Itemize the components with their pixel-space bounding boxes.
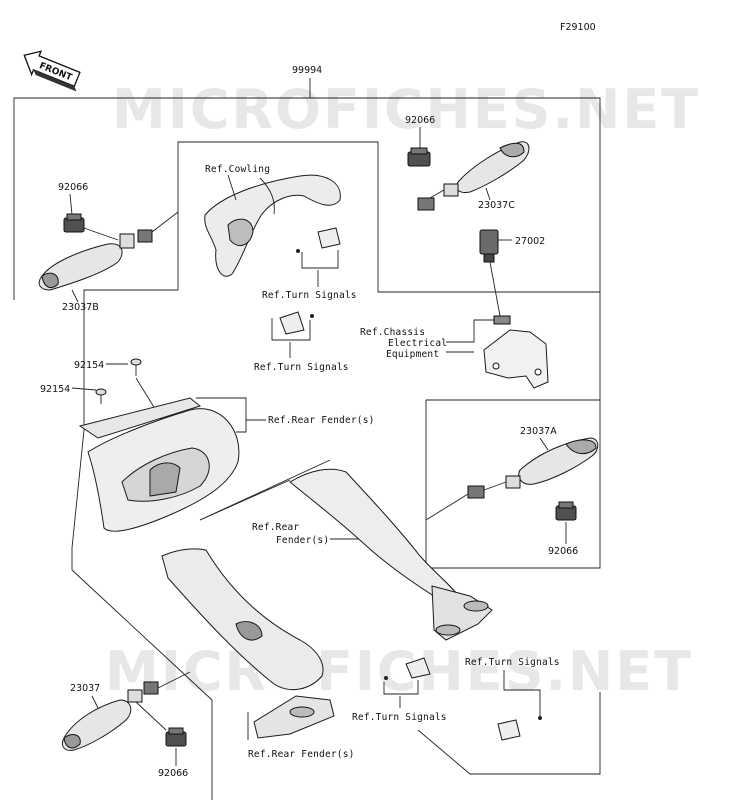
rear-fender-left <box>78 397 240 532</box>
connector-92066-left-top <box>63 213 85 233</box>
callout-ref-chassis-1: Ref.Chassis <box>360 327 425 338</box>
screw-92154-left <box>95 388 107 404</box>
callout-92066-right-top: 92066 <box>405 115 435 126</box>
callout-92154-top: 92154 <box>74 360 104 371</box>
connector-92066-right-top <box>407 147 431 167</box>
chassis-bracket <box>483 315 549 389</box>
callout-ref-cowling: Ref.Cowling <box>205 164 270 175</box>
callout-23037C: 23037C <box>478 200 515 211</box>
bracket-turn-signal-lower-mid <box>384 657 431 680</box>
connector-92066-rear-right <box>555 501 577 521</box>
callout-23037: 23037 <box>70 683 100 694</box>
screw-92154-top <box>130 358 142 376</box>
bracket-turn-signal-upper <box>296 227 341 253</box>
relay-27002 <box>479 229 499 263</box>
callout-ref-rear-l1: Ref.Rear <box>252 522 299 533</box>
figure-code: F29100 <box>560 22 596 33</box>
boundary-line <box>177 141 600 293</box>
callout-ref-chassis-3: Equipment <box>386 349 439 360</box>
watermark-top: MICROFICHES.NET <box>112 78 700 141</box>
callout-ref-rear-fender-top: Ref.Rear Fender(s) <box>268 415 375 426</box>
callout-92154-left: 92154 <box>40 384 70 395</box>
callout-92066-bottom-left: 92066 <box>158 768 188 779</box>
undertail-panel <box>161 548 324 691</box>
callout-27002: 27002 <box>515 236 545 247</box>
callout-ref-rear-l2: Fender(s) <box>276 535 329 546</box>
connector-rear-right <box>467 485 485 499</box>
watermark-bottom: MICROFICHES.NET <box>105 640 693 703</box>
front-arrow-icon: FRONT <box>23 50 81 92</box>
callout-92066-rear-right: 92066 <box>548 546 578 557</box>
callout-23037B: 23037B <box>62 302 99 313</box>
connector-92066-bottom-left <box>165 727 187 747</box>
license-bracket-bottom <box>253 695 335 739</box>
callout-ref-turn-signals-2: Ref.Turn Signals <box>254 362 349 373</box>
turn-signal-23037B <box>38 229 153 291</box>
turn-signal-23037C <box>443 141 530 197</box>
callout-ref-chassis-2: Electrical <box>388 338 447 349</box>
cowling-part <box>204 174 341 277</box>
turn-signal-23037 <box>61 681 159 751</box>
callout-ref-rear-fender-bottom: Ref.Rear Fender(s) <box>248 749 355 760</box>
callout-99994: 99994 <box>292 65 322 76</box>
bracket-turn-signal-mid <box>279 311 314 335</box>
callout-92066-left-top: 92066 <box>58 182 88 193</box>
callout-ref-turn-signals-4: Ref.Turn Signals <box>465 657 560 668</box>
callout-ref-turn-signals-1: Ref.Turn Signals <box>262 290 357 301</box>
callout-ref-turn-signals-3: Ref.Turn Signals <box>352 712 447 723</box>
turn-signal-23037A <box>505 437 599 489</box>
callout-23037A: 23037A <box>520 426 557 437</box>
connector-right-small <box>417 197 435 211</box>
bracket-turn-signal-lower-right <box>497 716 542 741</box>
rear-fender-right <box>289 468 493 641</box>
